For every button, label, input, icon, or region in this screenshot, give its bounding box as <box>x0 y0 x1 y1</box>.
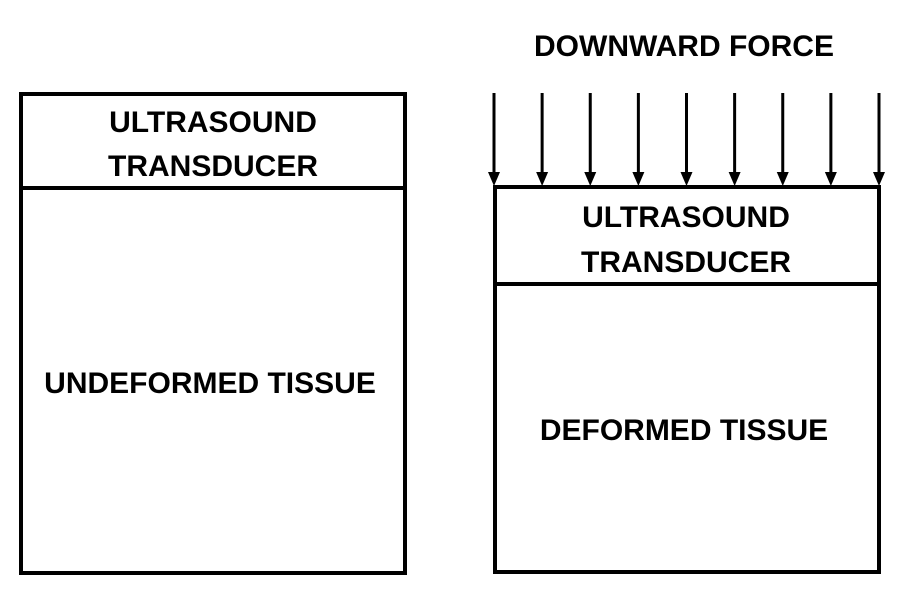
force-arrow-head <box>824 172 837 186</box>
force-arrow-head <box>584 172 597 186</box>
right-panel: DOWNWARD FORCE ULTRASOUND TRANSDUCER DEF… <box>488 30 885 574</box>
force-arrow-head <box>776 172 789 186</box>
right-transducer-label-line1: ULTRASOUND <box>582 201 790 234</box>
right-tissue-label: DEFORMED TISSUE <box>540 414 828 447</box>
force-arrow-head <box>873 172 885 186</box>
right-transducer-label-line2: TRANSDUCER <box>581 246 791 279</box>
force-arrow-head <box>488 172 500 186</box>
left-outer-box <box>19 92 407 575</box>
left-transducer-label-line1: ULTRASOUND <box>109 106 317 139</box>
force-arrow-head <box>536 172 549 186</box>
downward-force-label: DOWNWARD FORCE <box>534 30 834 63</box>
left-panel: ULTRASOUND TRANSDUCER UNDEFORMED TISSUE <box>19 92 407 575</box>
force-arrow-head <box>680 172 693 186</box>
force-arrow-head <box>632 172 645 186</box>
right-outer-box <box>493 185 881 574</box>
force-arrows <box>488 93 885 186</box>
left-tissue-label: UNDEFORMED TISSUE <box>44 367 376 400</box>
force-arrow-head <box>728 172 741 186</box>
left-transducer-label-line2: TRANSDUCER <box>108 150 318 183</box>
